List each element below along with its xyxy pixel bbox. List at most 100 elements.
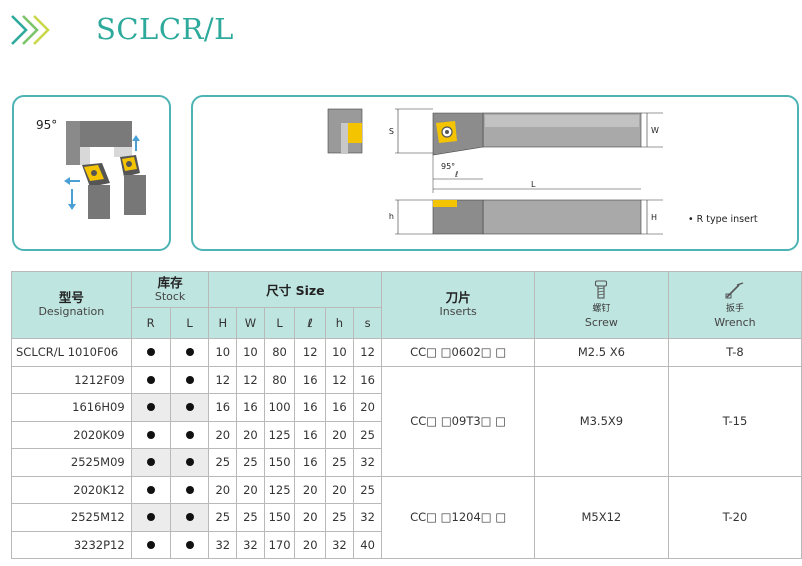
stock-r-cell [130, 420, 171, 449]
dim-h-label: H [651, 213, 657, 222]
table-row: 1212F09 12 12 80 16 12 16 CC□ □09T3□ □ M… [11, 365, 802, 477]
screw-icon [595, 280, 608, 299]
size-cell: 16 [294, 393, 327, 422]
in-stock-dot [146, 403, 155, 412]
in-stock-dot [146, 485, 155, 494]
dim-s-label: S [389, 127, 394, 136]
stock-l-cell [169, 503, 210, 532]
size-cell: 10 [208, 338, 238, 367]
size-header: 尺寸 Size [208, 271, 383, 308]
size-cell: 20 [236, 420, 265, 449]
size-cell: 16 [294, 365, 327, 394]
size-cell: 170 [263, 530, 296, 559]
stock-r-cell [130, 338, 171, 367]
in-stock-dot [146, 430, 155, 439]
table-row: SCLCR/L 1010F06 10 10 80 12 10 12 CC□ □0… [11, 338, 802, 367]
designation-cell: 1212F09 [11, 365, 132, 394]
table-row: 2020K09 20 20 125 16 20 25 [11, 420, 802, 449]
size-cell: 12 [325, 365, 354, 394]
dim-l-small-label: ℓ [454, 170, 458, 179]
size-col-l: L [263, 307, 296, 339]
in-stock-dot [185, 513, 194, 522]
size-cell: 32 [208, 530, 238, 559]
stock-col-l: L [169, 307, 210, 339]
size-cell: 20 [208, 420, 238, 449]
designation-cell: 2020K12 [11, 475, 132, 504]
size-cell: 25 [325, 503, 354, 532]
in-stock-dot [146, 375, 155, 384]
size-col-h: H [208, 307, 238, 339]
size-cell: 12 [294, 338, 327, 367]
designation-cell: 2020K09 [11, 420, 132, 449]
stock-r-cell [130, 530, 171, 559]
size-col-l-small: ℓ [294, 307, 327, 339]
size-cell: 16 [236, 393, 265, 422]
screw-cell: M5X12 [533, 475, 669, 559]
stock-l-cell [169, 420, 210, 449]
size-cell: 16 [352, 365, 383, 394]
in-stock-dot [185, 348, 194, 357]
stock-r-cell [130, 393, 171, 422]
dim-angle-label: 95° [441, 162, 455, 171]
size-cell: 25 [236, 448, 265, 477]
size-col-w: W [236, 307, 265, 339]
table-row: 2525M12 25 25 150 20 25 32 [11, 503, 802, 532]
designation-header: 型号 Designation [11, 271, 132, 339]
size-cell: 20 [236, 475, 265, 504]
size-cell: 32 [352, 503, 383, 532]
in-stock-dot [185, 540, 194, 549]
stock-r-cell [130, 475, 171, 504]
size-cell: 20 [294, 475, 327, 504]
size-cell: 32 [236, 530, 265, 559]
designation-cell: 3232P12 [11, 530, 132, 559]
size-cell: 25 [352, 475, 383, 504]
approach-angle-label: 95° [36, 118, 58, 132]
size-cell: 100 [263, 393, 296, 422]
size-cell: 10 [236, 338, 265, 367]
size-cell: 150 [263, 448, 296, 477]
size-cell: 16 [208, 393, 238, 422]
designation-cell: SCLCR/L 1010F06 [11, 338, 132, 367]
size-cell: 125 [263, 475, 296, 504]
size-cell: 12 [208, 365, 238, 394]
size-cell: 25 [236, 503, 265, 532]
size-cell: 12 [236, 365, 265, 394]
size-cell: 16 [325, 393, 354, 422]
machining-illustration [64, 121, 146, 219]
size-cell: 12 [352, 338, 383, 367]
inserts-header: 刀片 Inserts [381, 271, 535, 339]
in-stock-dot [185, 375, 194, 384]
size-cell: 20 [208, 475, 238, 504]
page-title: SCLCR/L [96, 12, 234, 46]
stock-l-cell [169, 338, 210, 367]
size-cell: 25 [352, 420, 383, 449]
wrench-cell: T-8 [667, 338, 802, 367]
insert-cell: CC□ □0602□ □ [381, 338, 535, 367]
dimension-drawing-panel: S W 95° ℓ L h H • R type insert [191, 95, 799, 251]
size-cell: 80 [263, 365, 296, 394]
wrench-icon [725, 282, 744, 299]
size-cell: 80 [263, 338, 296, 367]
dim-l-label: L [531, 180, 536, 189]
stock-l-cell [169, 530, 210, 559]
spec-table-body: SCLCR/L 1010F06 10 10 80 12 10 12 CC□ □0… [11, 338, 802, 559]
wrench-cell: T-20 [667, 475, 802, 559]
in-stock-dot [146, 513, 155, 522]
size-cell: 25 [208, 448, 238, 477]
dim-h-small-label: h [389, 212, 394, 221]
dim-w-label: W [651, 126, 659, 135]
designation-cell: 2525M09 [11, 448, 132, 477]
in-stock-dot [146, 458, 155, 467]
insert-cell: CC□ □1204□ □ [381, 475, 535, 559]
wrench-cell: T-15 [667, 365, 802, 477]
wrench-header: 扳手 Wrench [667, 271, 802, 339]
size-cell: 20 [294, 503, 327, 532]
size-cell: 25 [325, 448, 354, 477]
size-cell: 20 [325, 475, 354, 504]
stock-col-r: R [130, 307, 171, 339]
chevron-double-right-icon [11, 15, 50, 45]
size-cell: 125 [263, 420, 296, 449]
designation-cell: 1616H09 [11, 393, 132, 422]
size-cell: 32 [325, 530, 354, 559]
size-col-s: s [352, 307, 383, 339]
